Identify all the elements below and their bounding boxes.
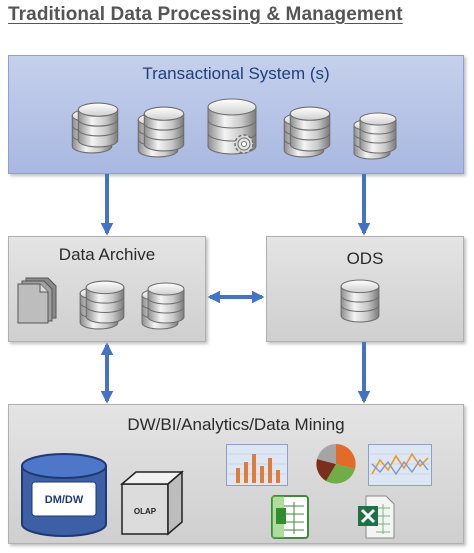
ods-label: ODS — [346, 249, 384, 268]
spreadsheet-icon — [271, 495, 309, 539]
documents-icon — [17, 277, 57, 324]
dm-dw-label: DM/DW — [45, 494, 84, 506]
dw-bi-label: DW/BI/Analytics/Data Mining — [127, 415, 345, 434]
database-gear-icon — [207, 98, 257, 155]
transactional-system-label: Transactional System (s) — [142, 64, 330, 83]
pie-chart-icon — [316, 444, 356, 484]
page-title: Traditional Data Processing & Management — [8, 4, 403, 25]
olap-label: OLAP — [134, 507, 157, 516]
line-chart-icon — [368, 444, 432, 486]
dm-dw-database-icon: DM/DW — [21, 453, 107, 537]
data-archive-label: Data Archive — [58, 245, 156, 264]
cube-icon: OLAP — [119, 470, 185, 536]
excel-icon — [358, 495, 395, 539]
bar-chart-icon — [226, 444, 288, 486]
